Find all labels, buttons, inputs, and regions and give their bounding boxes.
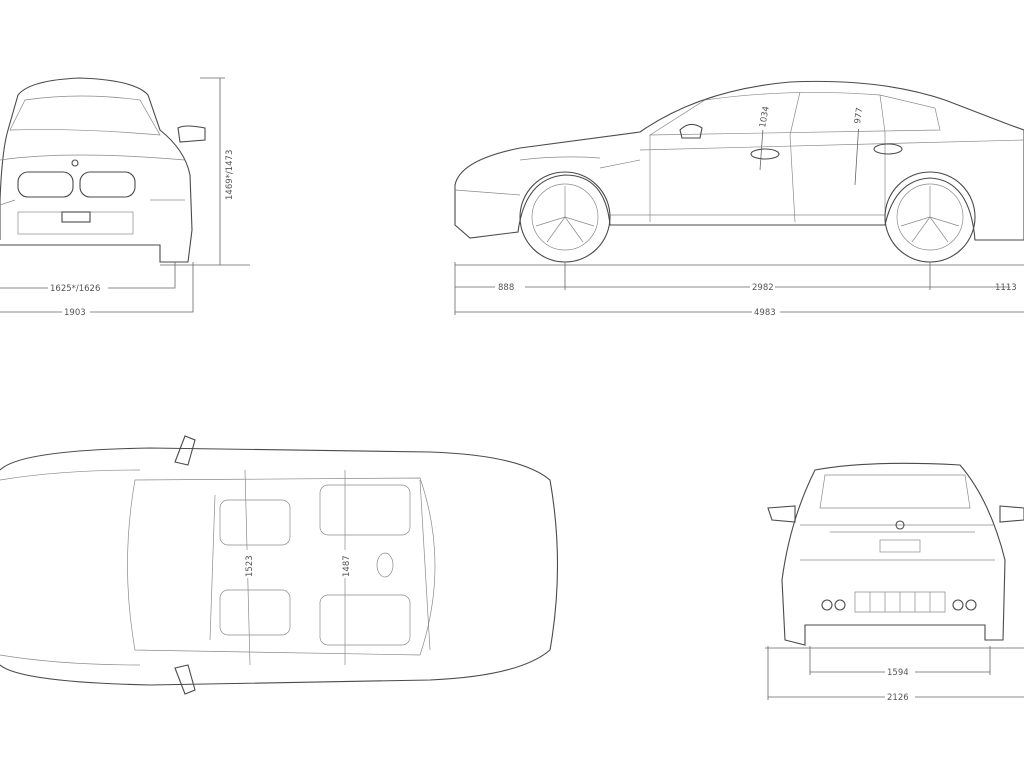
rear-width-label: 2126 <box>887 693 909 703</box>
kidney-grille-right <box>79 171 136 198</box>
rear-view: 1594 2126 <box>765 462 1024 703</box>
side-view: 1034 977 888 2982 1113 4983 <box>454 80 1024 318</box>
front-shoulder-label: 1523 <box>245 555 255 577</box>
length-label: 4983 <box>754 308 776 318</box>
wheelbase-label: 2982 <box>752 283 774 293</box>
front-overhang-label: 888 <box>498 283 514 293</box>
rear-headroom-label: 977 <box>853 107 865 124</box>
front-height-label: 1469*/1473 <box>225 150 235 200</box>
kidney-grille-left <box>17 171 74 198</box>
rear-shoulder-label: 1487 <box>342 555 352 577</box>
front-view: 1469*/1473 1625*/1626 1903 <box>0 77 250 318</box>
top-view: 1523 1487 <box>0 435 559 695</box>
mirror-icon <box>177 125 206 143</box>
front-track-label: 1625*/1626 <box>50 284 100 294</box>
front-width-label: 1903 <box>64 308 86 318</box>
front-headroom-label: 1034 <box>758 105 772 128</box>
rear-overhang-label: 1113 <box>995 283 1017 293</box>
rear-track-label: 1594 <box>887 668 909 678</box>
